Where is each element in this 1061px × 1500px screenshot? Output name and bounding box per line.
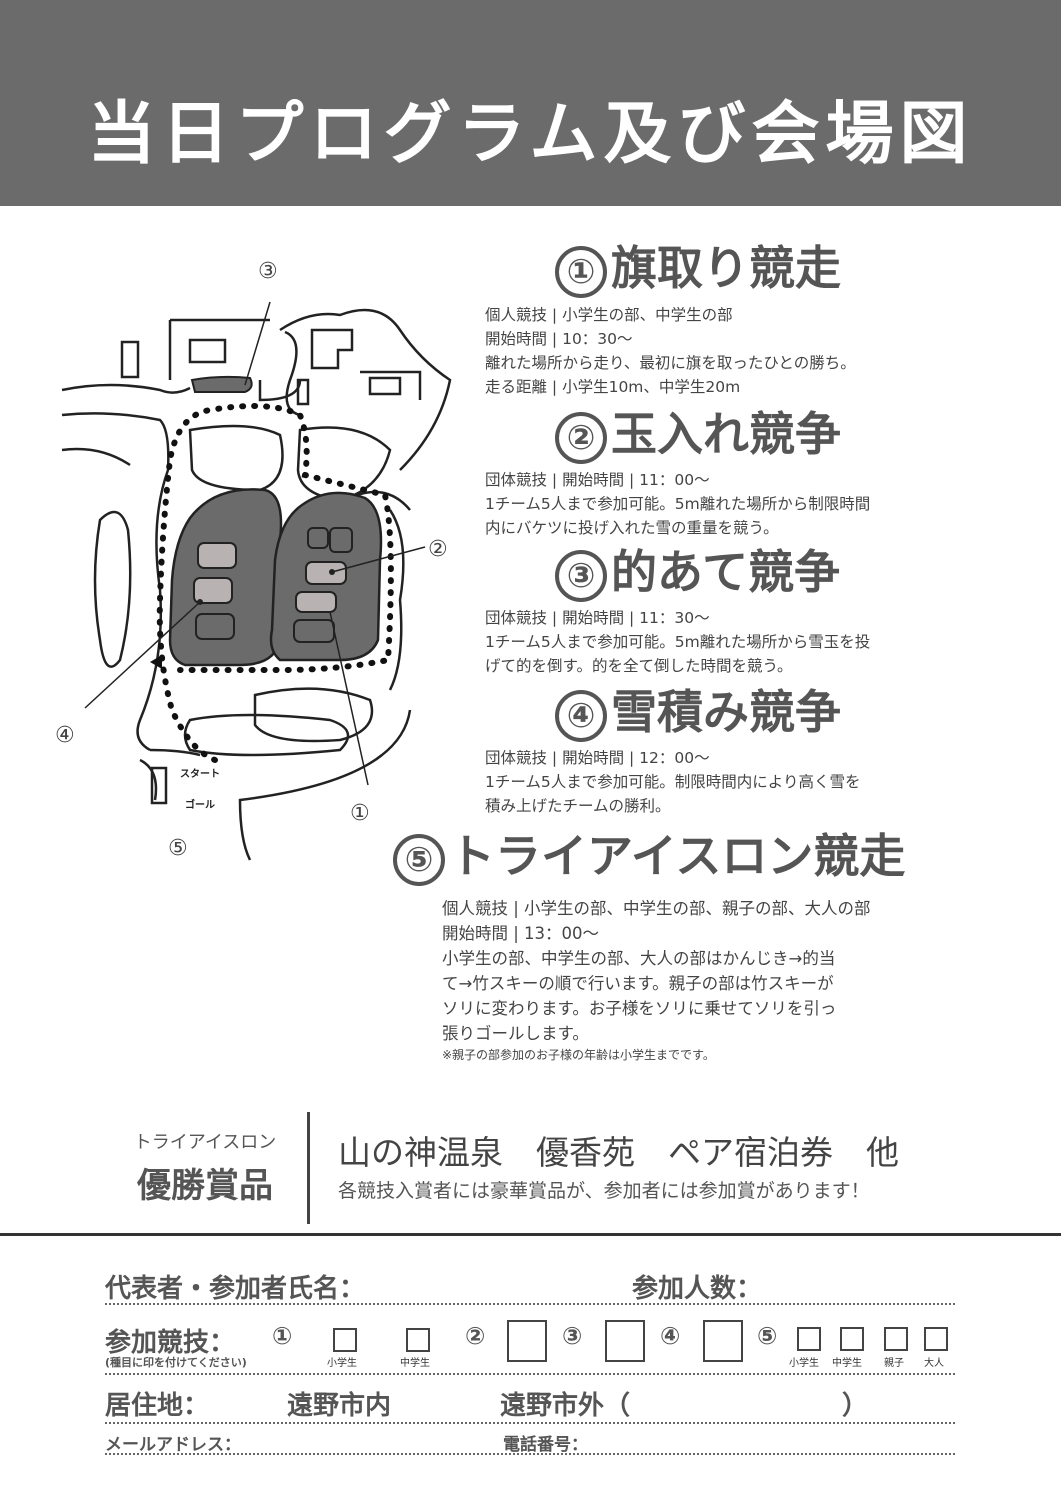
- phone-field-label: 電話番号：: [503, 1435, 588, 1455]
- count-field-label: 参加人数：: [632, 1274, 763, 1304]
- event-5-adult-checkbox[interactable]: [924, 1327, 948, 1351]
- page-title: 当日プログラム及び会場図: [87, 95, 974, 174]
- event-1-details: 個人競技 | 小学生の部、中学生の部開始時間 | 10：30〜 離れた場所から走…: [485, 306, 856, 396]
- prize-main: 山の神温泉 優香苑 ペア宿泊券 他: [338, 1133, 899, 1172]
- event-3-details: 団体競技 | 開始時間 | 11：30〜1チーム5人まで参加可能。5m離れた場所…: [485, 609, 871, 675]
- header-banner: 当日プログラム及び会場図: [0, 0, 1061, 206]
- name-field-label: 代表者・参加者氏名：: [105, 1274, 366, 1304]
- events-field-hint: (種目に印を付けてください): [105, 1356, 247, 1369]
- map-label-2: ②: [428, 537, 448, 562]
- event-1-mid-label: 中学生: [400, 1358, 430, 1369]
- event-5-family-label: 親子: [884, 1358, 904, 1369]
- event-5-mid-label: 中学生: [832, 1358, 862, 1369]
- residence-out-city-close: ）: [842, 1391, 869, 1421]
- event-2-details: 団体競技 | 開始時間 | 11：00〜1チーム5人まで参加可能。5m離れた場所…: [485, 471, 871, 537]
- event-2-checkbox[interactable]: [507, 1320, 547, 1362]
- map-label-5: ⑤: [168, 836, 188, 861]
- event-1-elem-checkbox[interactable]: [333, 1328, 357, 1352]
- prize-divider: [307, 1112, 310, 1224]
- event-5-elem-checkbox[interactable]: [797, 1327, 821, 1351]
- map-label-4: ④: [55, 723, 75, 748]
- residence-out-city[interactable]: 遠野市外（: [500, 1391, 631, 1421]
- map-label-goal: ゴール: [185, 798, 215, 811]
- event-5-elem-label: 小学生: [789, 1358, 819, 1369]
- event-4-mark: ④: [660, 1322, 681, 1350]
- map-label-3: ③: [258, 259, 278, 284]
- email-field-label: メールアドレス：: [105, 1435, 241, 1455]
- residence-field-label: 居住地：: [105, 1391, 210, 1421]
- event-1-mid-checkbox[interactable]: [406, 1328, 430, 1352]
- event-1-elem-label: 小学生: [327, 1358, 357, 1369]
- event-1-mark: ①: [272, 1322, 293, 1350]
- event-2-mark: ②: [465, 1322, 486, 1350]
- contact-field-line[interactable]: [105, 1453, 955, 1455]
- residence-in-city[interactable]: 遠野市内: [287, 1391, 392, 1421]
- map-label-1: ①: [350, 801, 370, 826]
- event-3-checkbox[interactable]: [605, 1320, 645, 1362]
- prize-caption: トライアイスロン 優勝賞品: [133, 1132, 277, 1206]
- event-4-checkbox[interactable]: [703, 1320, 743, 1362]
- venue-map: ③ ② ① ④ ⑤ スタート ゴール: [55, 259, 452, 861]
- event-3-mark: ③: [562, 1322, 583, 1350]
- name-field-line[interactable]: [105, 1303, 955, 1305]
- event-5-note: ※親子の部参加のお子様の年齢は小学生までです。: [442, 1048, 715, 1062]
- event-5-adult-label: 大人: [924, 1358, 944, 1369]
- prize-sub: 各競技入賞者には豪華賞品が、参加者には参加賞があります！: [338, 1180, 870, 1202]
- event-5-family-checkbox[interactable]: [884, 1327, 908, 1351]
- map-label-start: スタート: [180, 768, 220, 780]
- event-5-mark: ⑤: [757, 1322, 778, 1350]
- section-divider: [0, 1233, 1061, 1236]
- event-4-details: 団体競技 | 開始時間 | 12：00〜1チーム5人まで参加可能。制限時間内によ…: [485, 749, 861, 815]
- events-field-label: 参加競技：: [105, 1328, 236, 1358]
- residence-field-line: [105, 1422, 955, 1424]
- event-5-mid-checkbox[interactable]: [840, 1327, 864, 1351]
- prize-section: トライアイスロン 優勝賞品 山の神温泉 優香苑 ペア宿泊券 他 各競技入賞者には…: [0, 1108, 1061, 1228]
- events-field-line: [105, 1373, 955, 1375]
- event-5-details: 個人競技 | 小学生の部、中学生の部、親子の部、大人の部開始時間 | 13：00…: [442, 899, 871, 1062]
